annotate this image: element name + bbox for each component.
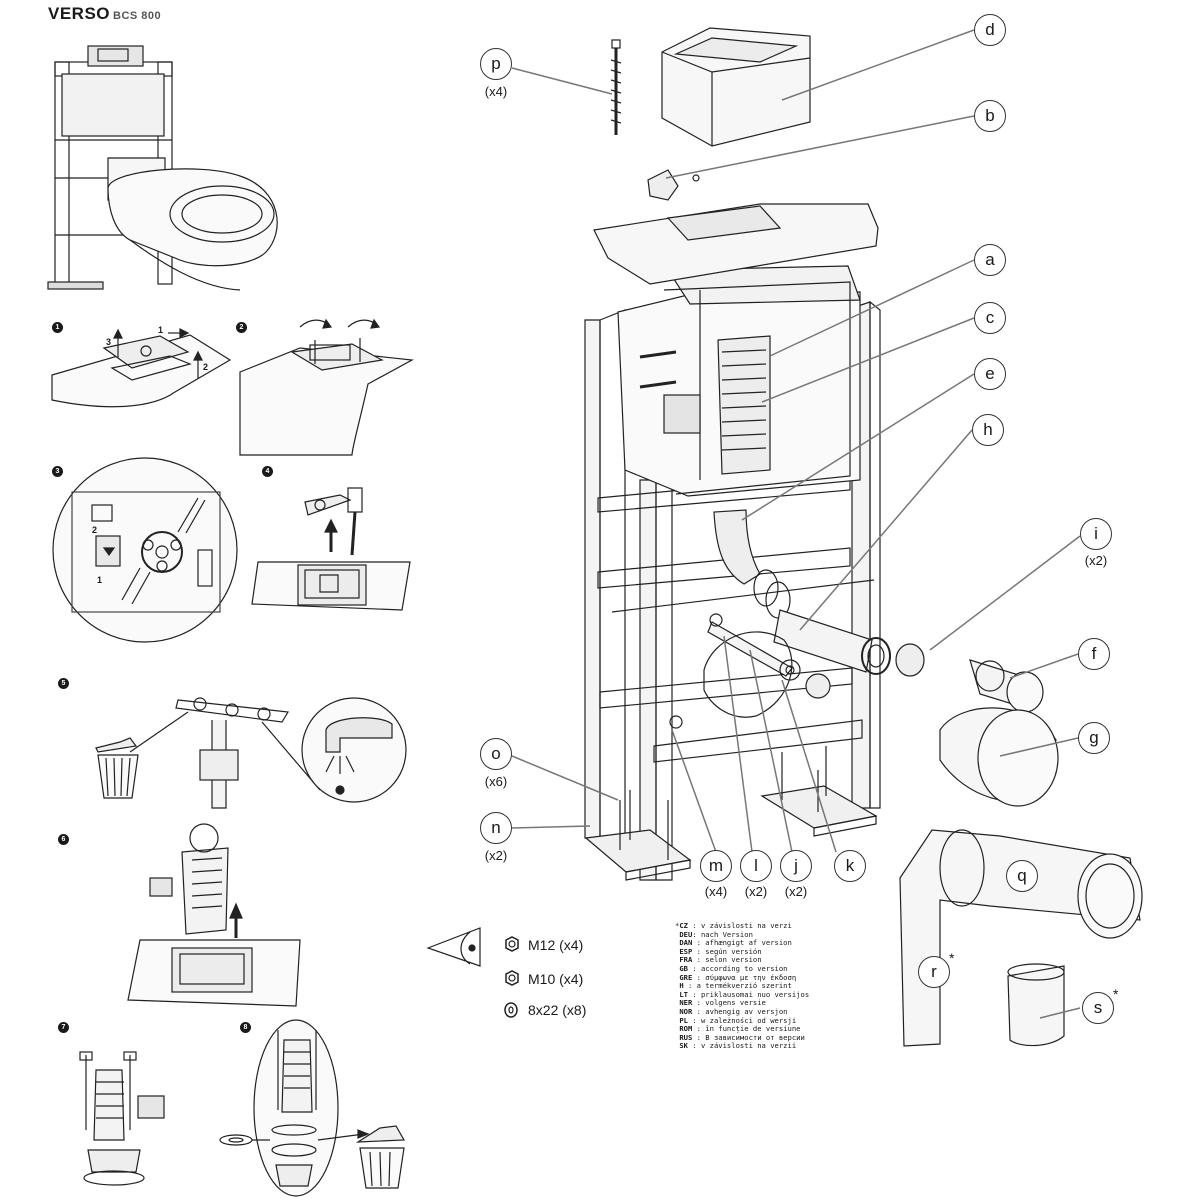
fastener-m10-label: M10 (x4): [528, 971, 584, 987]
fastener-washer-label: 8x22 (x8): [528, 1002, 587, 1018]
step5-illustration: [95, 697, 407, 809]
callout-n-qty: (x2): [484, 848, 508, 863]
model-name: BCS 800: [113, 10, 162, 22]
step-marker-4: 4: [262, 466, 273, 477]
step-marker-3: 3: [52, 466, 63, 477]
step-marker-2: 2: [236, 322, 247, 333]
step3-label: 2: [92, 525, 98, 535]
fastener-m12-label: M12 (x4): [528, 937, 584, 953]
callout-j: j: [780, 850, 812, 882]
step8-illustration: [219, 1019, 406, 1197]
callout-r-version-star: *: [949, 950, 955, 966]
hex-nut-icon: [505, 936, 519, 952]
step-marker-7: 7: [58, 1022, 69, 1033]
version-note-star: *: [675, 921, 680, 930]
version-note: *CZ : v závislosti na verzi DEU: nach Ve…: [675, 921, 810, 1051]
callout-l: l: [740, 850, 772, 882]
callout-l-qty: (x2): [744, 884, 768, 899]
step6-illustration: [127, 823, 301, 1007]
view-direction-eye-icon: [426, 927, 481, 967]
callout-b: b: [974, 100, 1006, 132]
step-marker-1: 1: [52, 322, 63, 333]
step7-illustration: [79, 1051, 165, 1186]
step-marker-6: 6: [58, 834, 69, 845]
callout-s: s: [1082, 992, 1114, 1024]
callout-q: q: [1006, 860, 1038, 892]
step-marker-8: 8: [240, 1022, 251, 1033]
callout-f: f: [1078, 638, 1110, 670]
callout-k: k: [834, 850, 866, 882]
hex-nut-icon: [505, 970, 519, 986]
brand-name: VERSO: [48, 4, 111, 23]
callout-o-qty: (x6): [484, 774, 508, 789]
callout-h: h: [972, 414, 1004, 446]
callout-i-qty: (x2): [1084, 553, 1108, 568]
step1-arrow-label: 3: [106, 337, 112, 347]
callout-p-qty: (x4): [484, 84, 508, 99]
callout-n: n: [480, 812, 512, 844]
callout-m-qty: (x4): [704, 884, 728, 899]
callout-g: g: [1078, 722, 1110, 754]
step1-illustration: [51, 328, 232, 408]
callout-c: c: [974, 302, 1006, 334]
callout-i: i: [1080, 518, 1112, 550]
step3-label: 1: [97, 575, 103, 585]
washer-icon: [504, 1002, 518, 1018]
step-marker-5: 5: [58, 678, 69, 689]
step4-illustration: [251, 487, 411, 611]
callout-p: p: [480, 48, 512, 80]
callout-m: m: [700, 850, 732, 882]
step2-illustration: [239, 318, 414, 456]
product-overview-illustration: [47, 45, 278, 291]
main-frame-illustration: [584, 27, 1143, 1047]
step1-arrow-label: 1: [158, 325, 164, 335]
callout-e: e: [974, 358, 1006, 390]
callout-s-version-star: *: [1113, 986, 1119, 1002]
step3-illustration: [52, 457, 238, 643]
callout-leaders: [511, 29, 1081, 1019]
step1-arrow-label: 2: [203, 362, 209, 372]
callout-o: o: [480, 738, 512, 770]
callout-a: a: [974, 244, 1006, 276]
callout-d: d: [974, 14, 1006, 46]
callout-r: r: [918, 956, 950, 988]
callout-j-qty: (x2): [784, 884, 808, 899]
